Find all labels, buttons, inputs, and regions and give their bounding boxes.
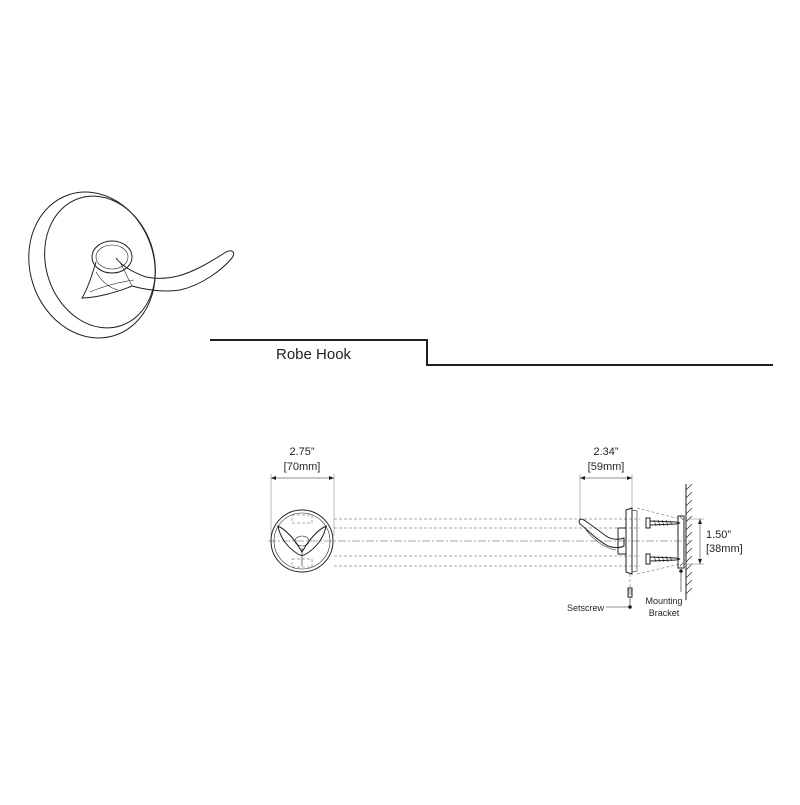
width-inch-label: 2.75” <box>289 446 314 458</box>
wall-hatch <box>685 483 693 595</box>
mounting-bracket <box>677 515 685 569</box>
height-inch-label: 1.50” <box>706 529 731 541</box>
mounting-screw-top <box>645 517 681 529</box>
front-view: 2.75” [70mm] <box>270 446 335 573</box>
robe-hook-illustration <box>28 191 235 339</box>
title-block: Robe Hook <box>210 339 773 366</box>
setscrew-part <box>627 587 633 598</box>
front-rosette <box>270 509 334 573</box>
depth-inch-label: 2.34” <box>593 446 618 458</box>
bracket-label-line1: Mounting <box>645 596 682 606</box>
hook-arm-profile <box>578 518 625 548</box>
width-mm-label: [70mm] <box>284 461 321 473</box>
title-divider-line <box>210 339 773 366</box>
setscrew-label: Setscrew <box>567 603 605 613</box>
bracket-label-line2: Bracket <box>649 608 680 618</box>
product-title: Robe Hook <box>276 346 352 363</box>
rosette-side <box>625 507 633 575</box>
projection-lines <box>268 518 690 567</box>
height-mm-label: [38mm] <box>706 543 743 555</box>
depth-mm-label: [59mm] <box>588 461 625 473</box>
side-view: 2.34” [59mm] <box>567 446 743 618</box>
mounting-screw-bottom <box>645 553 681 565</box>
